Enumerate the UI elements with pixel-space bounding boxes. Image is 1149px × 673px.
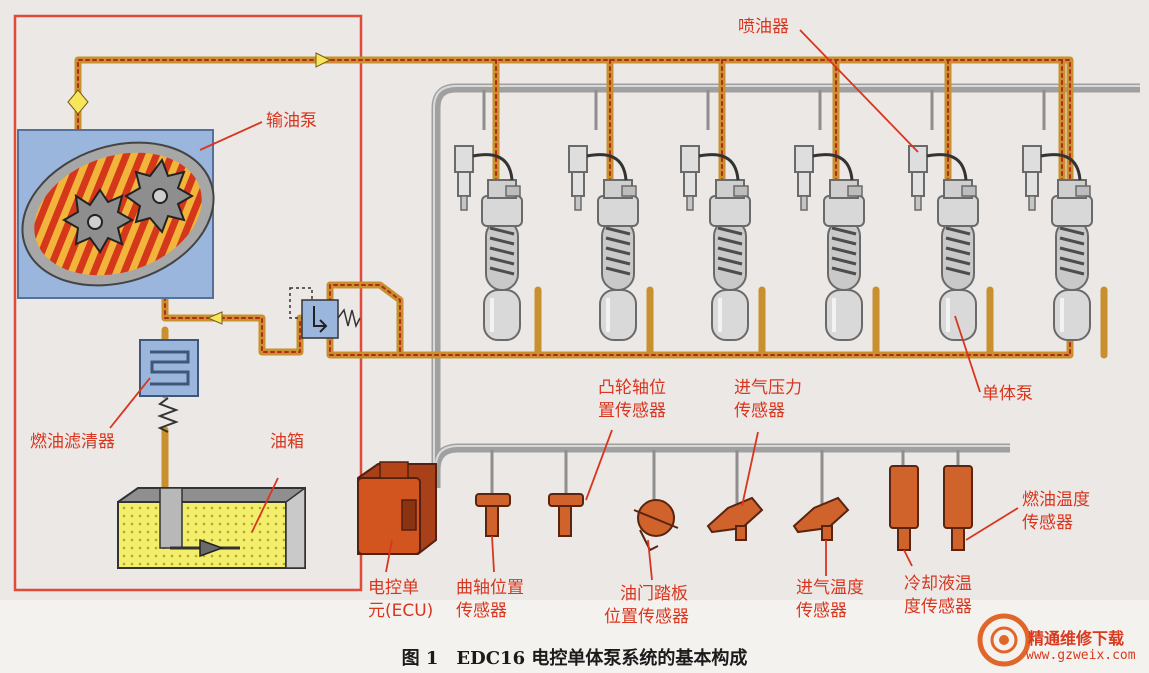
label-unit-pump: 单体泵 — [982, 384, 1033, 404]
caption-strip — [0, 600, 1149, 673]
label-injector: 喷油器 — [738, 17, 789, 37]
label-coolant-line1: 冷却液温 — [904, 574, 972, 594]
label-fuel-temp-line2: 传感器 — [1022, 513, 1073, 533]
label-crank-line1: 曲轴位置 — [456, 578, 524, 598]
label-camshaft-line1: 凸轮轴位 — [598, 378, 666, 398]
fuel-filter — [139, 339, 199, 433]
label-intake-pressure-line1: 进气压力 — [734, 378, 802, 398]
label-fuel-filter: 燃油滤清器 — [30, 432, 115, 452]
supply-system-frame — [13, 14, 363, 592]
label-transfer-pump: 输油泵 — [266, 111, 317, 131]
label-intake-pressure-line2: 传感器 — [734, 401, 785, 421]
unit-pump-icon — [708, 178, 752, 342]
gear-pump — [17, 129, 215, 299]
flow-arrows — [67, 52, 332, 325]
unit-pump-icon — [936, 178, 980, 342]
unit-pump-icon — [596, 178, 640, 342]
unit-pump-icon — [480, 178, 524, 342]
fuel-tank — [117, 486, 306, 569]
label-tank: 油箱 — [270, 432, 304, 452]
filter-icon — [150, 350, 190, 386]
ecu-box-icon — [357, 461, 437, 555]
sensor-wire-drops — [490, 450, 960, 506]
label-intake-temp-line2: 传感器 — [796, 601, 847, 621]
injector-wire-drops — [482, 90, 1046, 130]
sensor-icon — [943, 465, 973, 551]
label-intake-temp-line1: 进气温度 — [796, 578, 864, 598]
pressure-valve-icon — [313, 306, 328, 333]
sensor-icon — [706, 496, 764, 541]
watermark-name: 精通维修下载 — [1028, 629, 1125, 648]
label-ecu-line1: 电控单 — [368, 578, 419, 598]
sensor-icon — [548, 493, 584, 537]
pressure-valve — [289, 287, 361, 339]
label-crank-line2: 传感器 — [456, 601, 507, 621]
leader-lines — [109, 29, 1019, 581]
label-coolant-line2: 度传感器 — [904, 597, 972, 617]
gear-pump-icon — [61, 157, 195, 254]
sensor-icon — [792, 496, 850, 541]
label-camshaft-line2: 置传感器 — [598, 401, 666, 421]
sensors — [475, 465, 973, 552]
figure-caption: 图 1 EDC16 电控单体泵系统的基本构成 — [401, 648, 748, 669]
watermark-url: www.gzweix.com — [1026, 648, 1136, 663]
unit-pump-icon — [822, 178, 866, 342]
sensor-icon — [633, 499, 679, 552]
unit-pump-icon — [1050, 178, 1094, 342]
label-ecu-line2: 元(ECU) — [368, 601, 434, 621]
label-throttle-line1: 油门踏板 — [620, 584, 688, 604]
label-fuel-temp-line1: 燃油温度 — [1022, 490, 1090, 510]
sensor-icon — [889, 465, 919, 551]
label-throttle-line2: 位置传感器 — [604, 607, 689, 627]
watermark-logo — [977, 613, 1031, 667]
